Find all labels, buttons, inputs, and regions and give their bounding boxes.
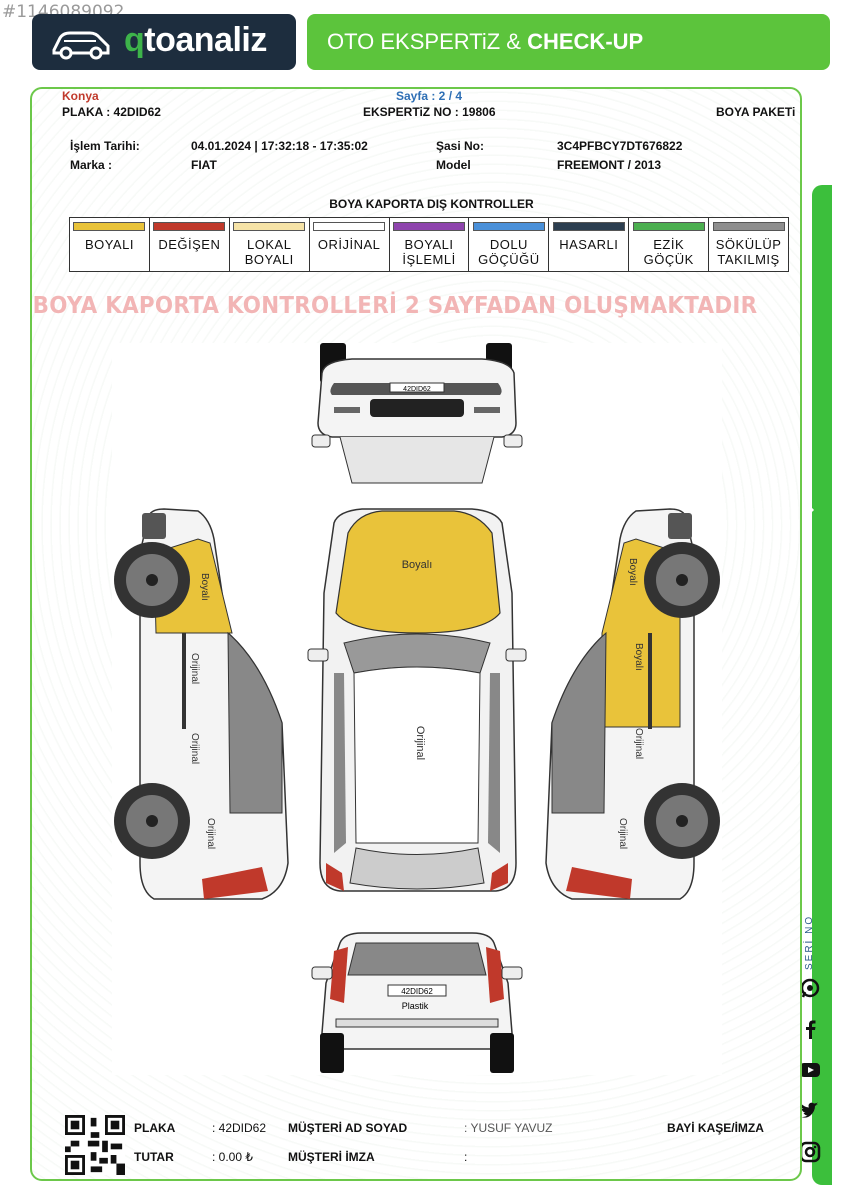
model-value: FREEMONT / 2013 bbox=[557, 158, 662, 172]
notice-banner: BOYA KAPORTA KONTROLLERİ 2 SAYFADAN OLUŞ… bbox=[32, 293, 758, 319]
legend-label: HASARLI bbox=[559, 237, 619, 252]
legend-label: SÖKÜLÜP TAKILMIŞ bbox=[715, 237, 782, 267]
legend-swatch bbox=[233, 222, 306, 231]
car-diagram: 42DID62 Boyalı Orijinal bbox=[112, 343, 722, 1075]
left-quarter-label: Orijinal bbox=[205, 818, 216, 849]
car-diagram-svg: 42DID62 Boyalı Orijinal bbox=[114, 343, 720, 1073]
rear-plate-text: 42DID62 bbox=[401, 987, 433, 996]
legend-swatch bbox=[472, 222, 545, 231]
dealer-stamp-label: BAYİ KAŞE/İMZA bbox=[667, 1121, 764, 1135]
whatsapp-icon[interactable] bbox=[799, 977, 821, 999]
customer-name-value: : YUSUF YAVUZ bbox=[464, 1121, 553, 1135]
plate-header: PLAKA : 42DID62 bbox=[62, 105, 161, 119]
legend-label: ORİJİNAL bbox=[317, 237, 381, 252]
footer-plaka-value: : 42DID62 bbox=[212, 1121, 267, 1135]
expertise-number: EKSPERTiZ NO : 19806 bbox=[363, 105, 496, 119]
legend-label: BOYALI İŞLEMLİ bbox=[402, 237, 456, 267]
instagram-icon[interactable] bbox=[799, 1141, 821, 1163]
left-rear-door-label: Orijinal bbox=[189, 733, 200, 764]
facebook-icon[interactable] bbox=[799, 1018, 821, 1040]
location-label: Konya bbox=[62, 89, 99, 103]
serial-no-label: SERİ NO bbox=[804, 914, 815, 970]
footer-tutar-label: TUTAR bbox=[134, 1150, 174, 1164]
legend-swatch bbox=[552, 222, 625, 231]
sasi-label: Şasi No: bbox=[436, 139, 485, 153]
footer-plaka-label: PLAKA bbox=[134, 1121, 176, 1135]
page-indicator: Sayfa : 2 / 4 bbox=[396, 89, 463, 103]
right-fender-label: Boyalı bbox=[627, 558, 638, 586]
footer-tutar-value: : 0.00 ₺ bbox=[212, 1150, 253, 1164]
legend-label: BOYALI bbox=[84, 237, 134, 252]
roof-label: Orijinal bbox=[414, 726, 426, 760]
legend-swatch bbox=[73, 222, 146, 231]
islem-label: İşlem Tarihi: bbox=[70, 139, 140, 153]
left-side-view: Boyalı Orijinal Orijinal Orijinal bbox=[114, 508, 289, 900]
side-panel-strip bbox=[812, 185, 832, 1185]
front-view: 42DID62 bbox=[311, 343, 523, 484]
marka-value: FIAT bbox=[191, 158, 217, 172]
otoanaliz-logo[interactable]: qtoanaliz bbox=[32, 14, 296, 70]
report-footer: PLAKA : 42DID62 TUTAR : 0.00 ₺ MÜŞTERİ A… bbox=[30, 1107, 802, 1181]
rear-view: 42DID62 Plastik bbox=[311, 932, 523, 1073]
package-name: BOYA PAKETi bbox=[716, 105, 796, 119]
legend-item: BOYALI bbox=[70, 218, 150, 271]
legend-swatch bbox=[393, 222, 465, 231]
legend-item: ORİJİNAL bbox=[310, 218, 390, 271]
qr-code-icon[interactable] bbox=[65, 1115, 125, 1175]
hood-label: Boyalı bbox=[402, 559, 433, 571]
sasi-value: 3C4PFBCY7DT676822 bbox=[557, 139, 683, 153]
top-view: Boyalı Orijinal bbox=[307, 508, 527, 892]
legend-item: DOLU GÖÇÜĞÜ bbox=[469, 218, 550, 271]
legend-swatch bbox=[632, 222, 705, 231]
legend-label: DEĞİŞEN bbox=[158, 237, 221, 252]
section-title: BOYA KAPORTA DIŞ KONTROLLER bbox=[329, 197, 534, 211]
header-banner: OTO EKSPERTiZ & CHECK-UP bbox=[307, 14, 830, 70]
model-label: Model bbox=[436, 158, 471, 172]
legend-label: DOLU GÖÇÜĞÜ bbox=[478, 237, 540, 267]
legend-item: BOYALI İŞLEMLİ bbox=[390, 218, 470, 271]
legend-item: LOKAL BOYALI bbox=[230, 218, 310, 271]
marka-label: Marka : bbox=[70, 158, 113, 172]
logo-wordmark: qtoanaliz bbox=[124, 21, 267, 59]
car-logo-icon bbox=[52, 31, 110, 60]
color-legend: BOYALI DEĞİŞEN LOKAL BOYALI ORİJİNAL BOYALI … bbox=[69, 217, 789, 272]
customer-name-label: MÜŞTERİ AD SOYAD bbox=[288, 1121, 408, 1135]
customer-signature-label: MÜŞTERİ İMZA bbox=[288, 1150, 375, 1164]
legend-item: DEĞİŞEN bbox=[150, 218, 230, 271]
right-front-door-label: Boyalı bbox=[633, 643, 644, 671]
legend-swatch bbox=[313, 222, 386, 231]
legend-label: EZİK GÖÇÜK bbox=[643, 237, 694, 267]
legend-item: SÖKÜLÜP TAKILMIŞ bbox=[709, 218, 788, 271]
right-rear-door-label: Orijinal bbox=[633, 728, 644, 759]
legend-item: HASARLI bbox=[549, 218, 630, 271]
twitter-icon[interactable] bbox=[799, 1100, 821, 1122]
youtube-icon[interactable] bbox=[799, 1059, 821, 1081]
right-quarter-label: Orijinal bbox=[617, 818, 628, 849]
left-front-door-label: Orijinal bbox=[189, 653, 200, 684]
front-plate-text: 42DID62 bbox=[403, 386, 431, 393]
customer-signature-value: : bbox=[464, 1150, 468, 1164]
rear-bumper-label: Plastik bbox=[402, 1001, 429, 1011]
legend-swatch bbox=[153, 222, 226, 231]
islem-value: 04.01.2024 | 17:32:18 - 17:35:02 bbox=[191, 139, 368, 153]
legend-swatch bbox=[712, 222, 785, 231]
legend-item: EZİK GÖÇÜK bbox=[629, 218, 710, 271]
legend-label: LOKAL BOYALI bbox=[244, 237, 294, 267]
vehicle-info: İşlem Tarihi: 04.01.2024 | 17:32:18 - 17… bbox=[62, 135, 794, 175]
left-fender-label: Boyalı bbox=[199, 573, 210, 601]
right-side-view: Boyalı Boyalı Orijinal Orijinal bbox=[545, 508, 720, 900]
